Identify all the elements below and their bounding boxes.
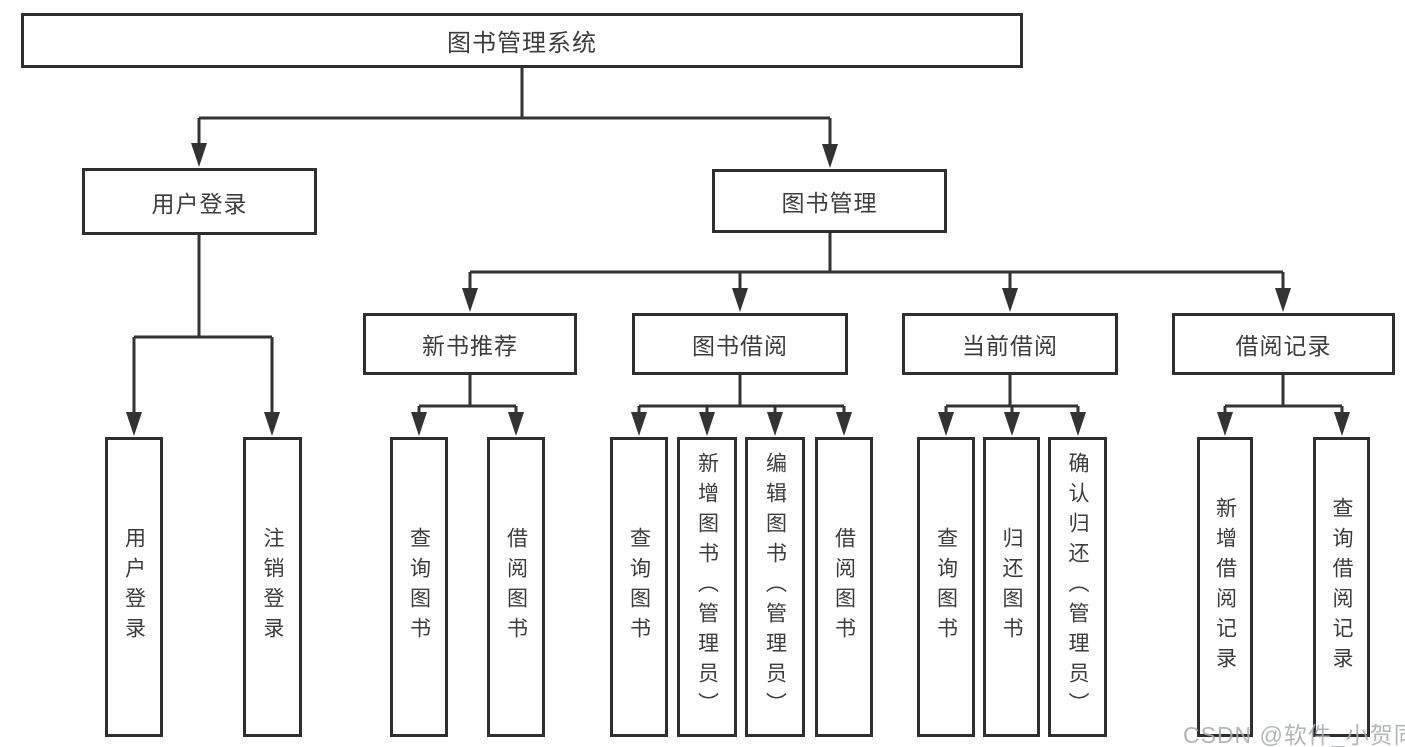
- arrowheads: [126, 143, 1350, 436]
- connector-strokes: [132, 67, 1344, 418]
- leaf-br-query-record: 查询借阅记录: [1313, 437, 1370, 737]
- node-borrow-record-label: 借阅记录: [1235, 333, 1332, 359]
- leaf-nbr-query-book: 查询图书: [390, 437, 448, 737]
- leaf-cb-return-book-label: 归还图书: [1000, 527, 1023, 647]
- leaf-logout-label: 注销登录: [261, 527, 284, 647]
- leaf-nbr-borrow-book: 借阅图书: [487, 437, 545, 737]
- leaf-cb-confirm-return-admin: 确认归还（管理员）: [1048, 437, 1107, 737]
- node-user-login: 用户登录: [82, 168, 317, 235]
- leaf-bb-edit-book-admin: 编辑图书（管理员）: [745, 437, 805, 737]
- leaf-user-login-label: 用户登录: [122, 527, 146, 647]
- node-book-management-label: 图书管理: [781, 190, 878, 216]
- leaf-logout: 注销登录: [243, 437, 302, 737]
- leaf-bb-query-book-label: 查询图书: [627, 527, 651, 647]
- leaf-bb-borrow-book: 借阅图书: [815, 437, 873, 737]
- node-book-borrow-label: 图书借阅: [692, 333, 788, 359]
- node-new-book-recommend-label: 新书推荐: [422, 333, 518, 359]
- node-user-login-label: 用户登录: [151, 190, 248, 217]
- leaf-nbr-query-book-label: 查询图书: [407, 527, 431, 647]
- leaf-br-query-record-label: 查询借阅记录: [1330, 497, 1353, 677]
- node-new-book-recommend: 新书推荐: [363, 313, 577, 375]
- node-book-borrow: 图书借阅: [632, 313, 848, 375]
- leaf-nbr-borrow-book-label: 借阅图书: [504, 527, 528, 647]
- node-current-borrow-label: 当前借阅: [962, 333, 1058, 359]
- leaf-bb-query-book: 查询图书: [610, 437, 668, 737]
- node-root-label: 图书管理系统: [447, 30, 597, 57]
- node-book-management: 图书管理: [712, 169, 947, 233]
- leaf-cb-query-book: 查询图书: [917, 437, 975, 737]
- leaf-bb-borrow-book-label: 借阅图书: [832, 527, 856, 647]
- leaf-bb-add-book-admin: 新增图书（管理员）: [677, 437, 737, 737]
- node-root: 图书管理系统: [21, 13, 1023, 68]
- leaf-br-add-record: 新增借阅记录: [1197, 437, 1253, 737]
- leaf-bb-edit-book-admin-label: 编辑图书（管理员）: [763, 452, 787, 722]
- leaf-cb-return-book: 归还图书: [983, 437, 1040, 737]
- node-current-borrow: 当前借阅: [902, 313, 1118, 375]
- leaf-cb-confirm-return-admin-label: 确认归还（管理员）: [1066, 452, 1089, 722]
- csdn-watermark: CSDN @软件_小贺同学: [1183, 722, 1405, 747]
- leaf-br-add-record-label: 新增借阅记录: [1213, 497, 1237, 677]
- leaf-bb-add-book-admin-label: 新增图书（管理员）: [695, 452, 719, 722]
- node-borrow-record: 借阅记录: [1172, 313, 1395, 375]
- leaf-user-login: 用户登录: [105, 437, 163, 737]
- leaf-cb-query-book-label: 查询图书: [934, 527, 958, 647]
